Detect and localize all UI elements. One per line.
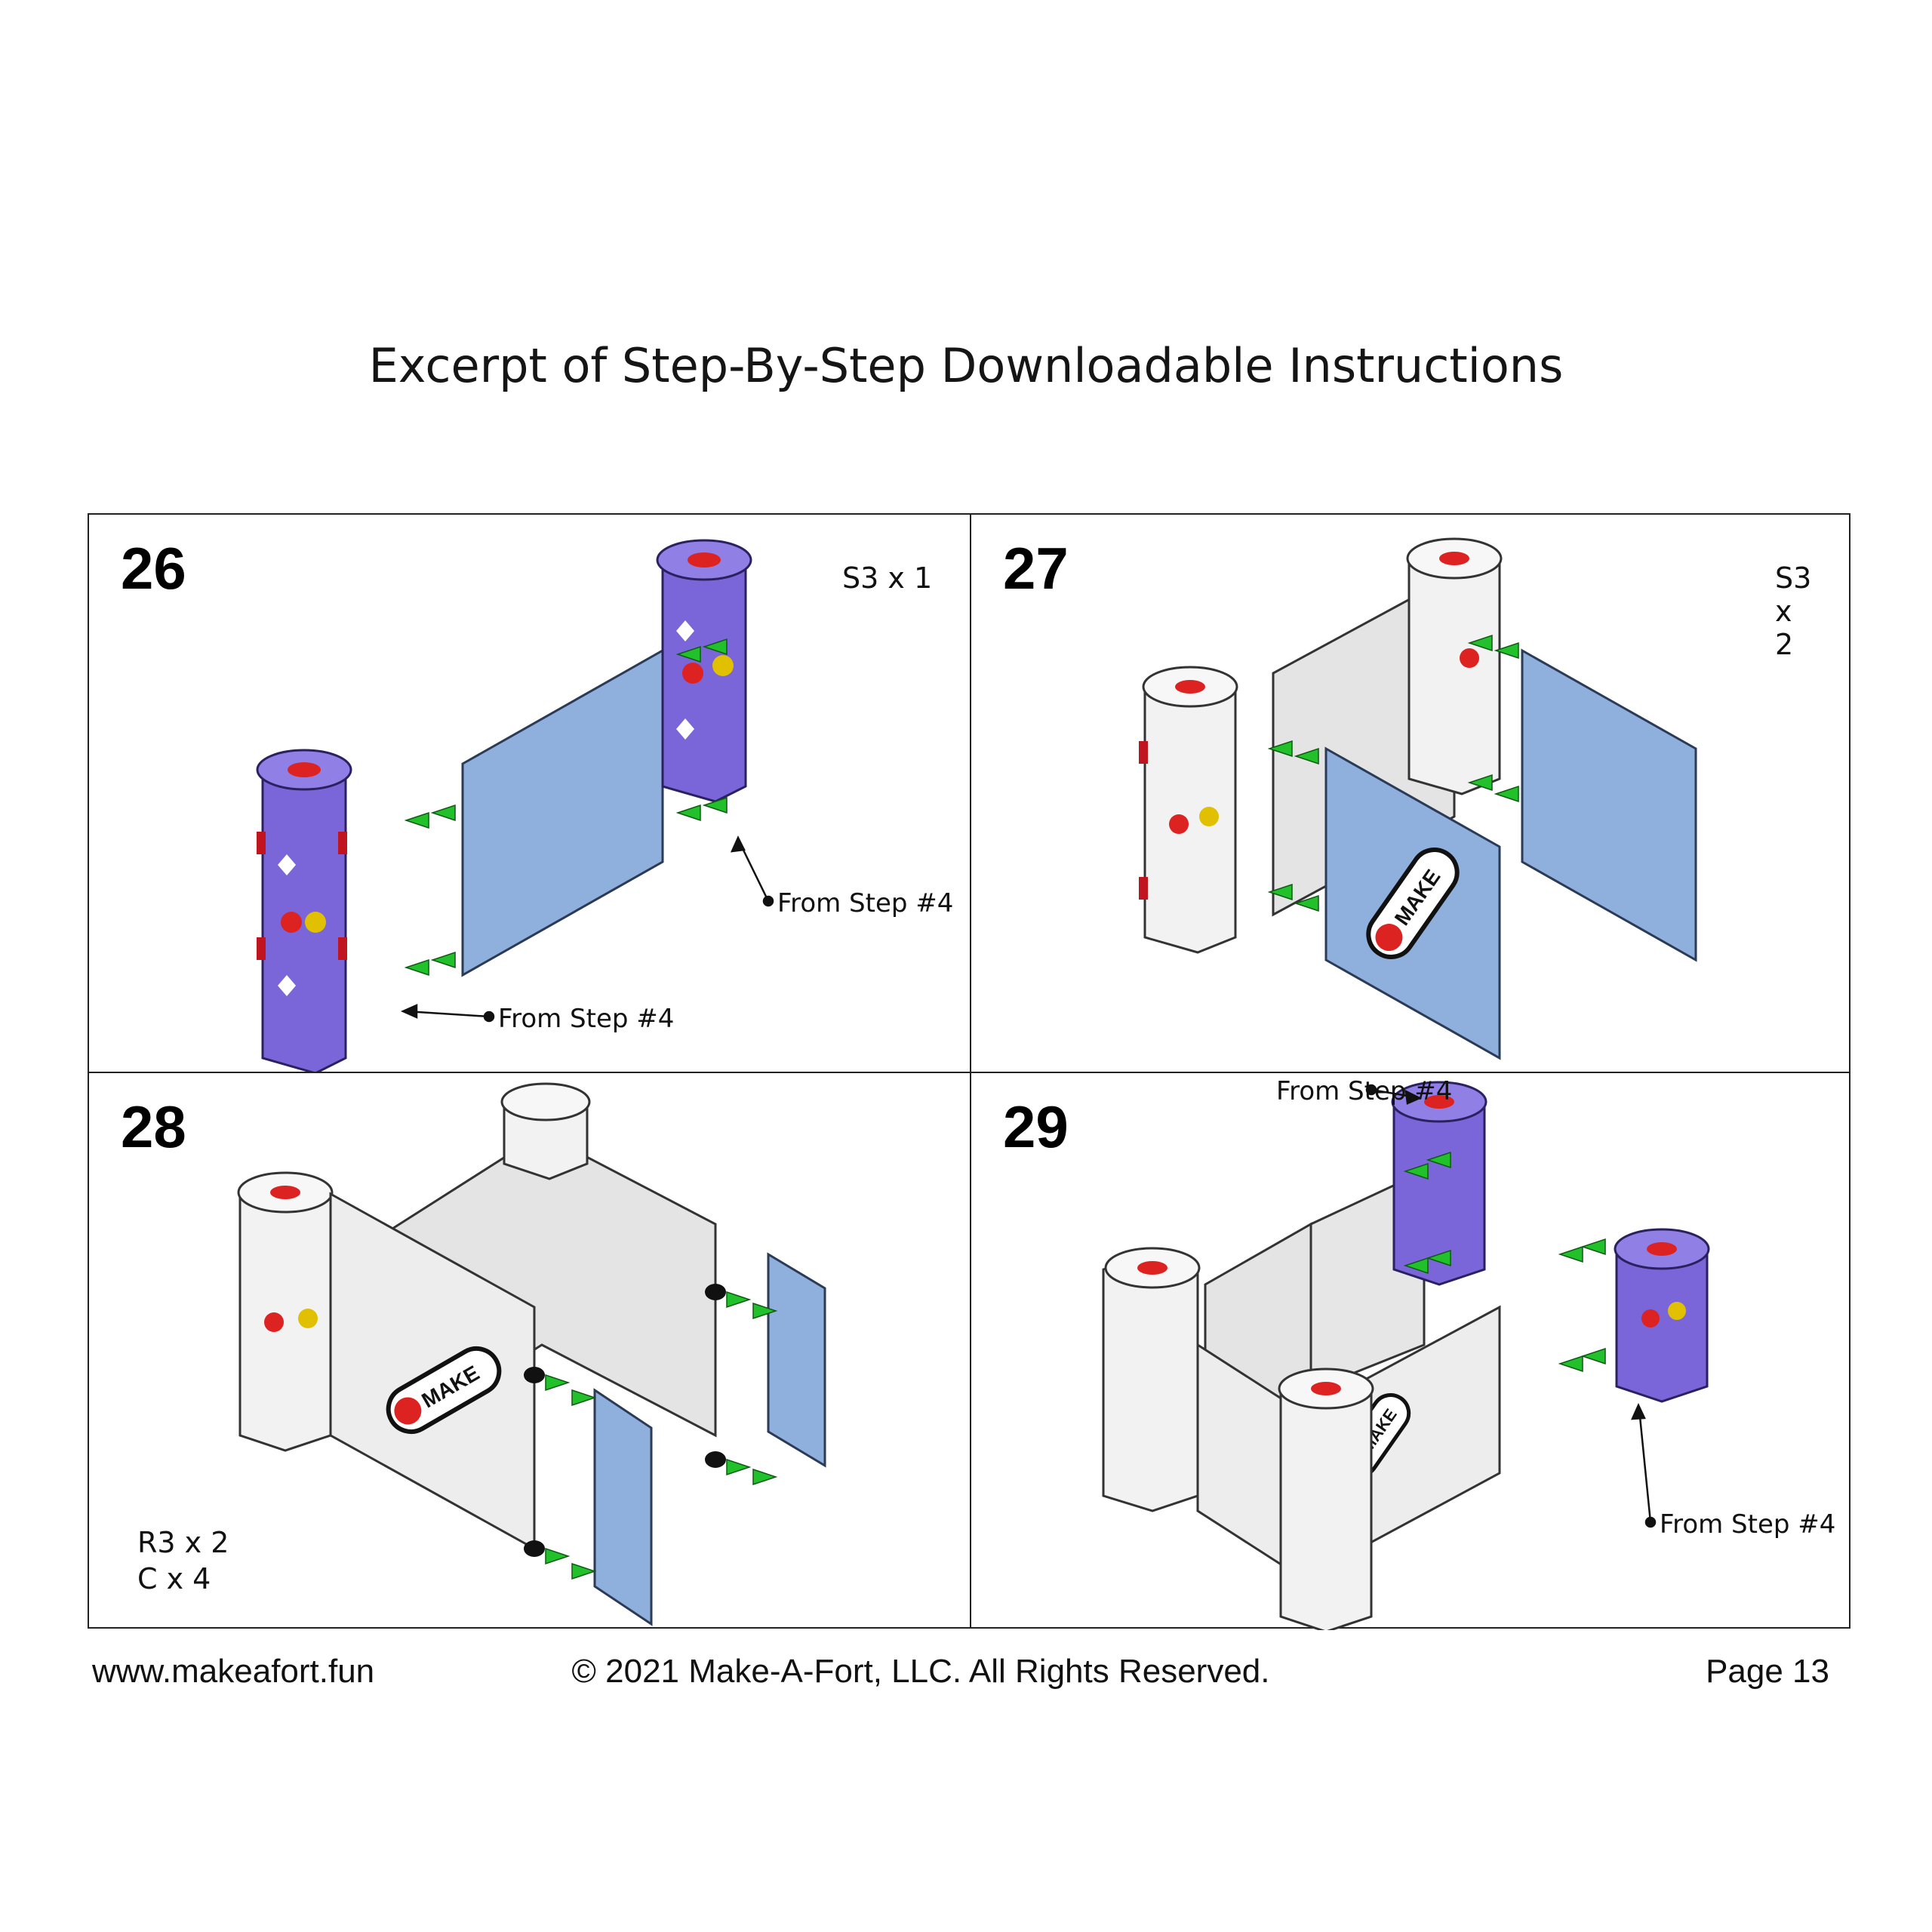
footer-copyright: © 2021 Make-A-Fort, LLC. All Rights Rese…	[571, 1653, 1270, 1690]
purple-tower-left	[256, 749, 352, 1072]
blue-panel-small-right	[767, 1252, 826, 1468]
from-step-label-right: From Step #4	[777, 888, 954, 918]
from-step-label-left: From Step #4	[498, 1004, 675, 1034]
parts-count: S3 x 1	[842, 561, 933, 595]
parts-count: S3 x 2	[1775, 561, 1812, 661]
step-29-panel: MAKE	[971, 1073, 1852, 1630]
parts-count-line-1: R3 x 2	[137, 1526, 229, 1559]
step-27-panel: MAKE 27 S3 x 2	[971, 515, 1852, 1072]
green-arrows	[1403, 1151, 1606, 1373]
grid-divider-horizontal	[89, 1072, 1849, 1073]
purple-tower-right	[1614, 1228, 1710, 1403]
page-title: Excerpt of Step-By-Step Downloadable Ins…	[368, 338, 1564, 393]
green-arrows	[1267, 634, 1519, 912]
white-tower-left	[237, 1171, 334, 1452]
step-number: 26	[121, 535, 186, 601]
blue-panel-right	[1521, 648, 1697, 962]
white-tower-front	[1278, 1367, 1374, 1630]
purple-tower-right	[656, 539, 752, 803]
white-tower-back	[500, 1082, 591, 1180]
white-tower-left	[1102, 1247, 1201, 1512]
grid-divider-vertical	[970, 515, 971, 1627]
footer-page-number: Page 13	[1706, 1653, 1829, 1690]
blue-panel-small-front	[593, 1388, 653, 1626]
purple-tower-back	[1391, 1081, 1487, 1286]
step-27-illustration: MAKE	[1139, 537, 1697, 1060]
step-number: 27	[1003, 535, 1069, 601]
from-step-label-right: From Step #4	[1660, 1509, 1836, 1540]
instruction-grid: 26 S3 x 1 From Step #4 From Step #4	[88, 513, 1852, 1630]
step-26-illustration	[256, 539, 774, 1072]
step-29-illustration: MAKE	[1102, 1081, 1710, 1630]
step-number: 29	[1003, 1094, 1069, 1160]
parts-count-line-2: C x 4	[137, 1562, 211, 1595]
footer-website: www.makeafort.fun	[92, 1653, 375, 1690]
green-arrows	[404, 638, 728, 977]
step-28-panel: MAKE 28 R3 x 2 C x 4	[89, 1073, 970, 1630]
step-28-illustration: MAKE	[237, 1082, 826, 1626]
from-step-label-top: From Step #4	[1276, 1076, 1453, 1106]
white-tower-back	[1406, 537, 1503, 795]
green-arrows	[545, 1291, 778, 1580]
blue-panel	[461, 648, 664, 977]
step-26-panel: 26 S3 x 1 From Step #4 From Step #4	[89, 515, 970, 1072]
step-number: 28	[121, 1094, 186, 1160]
white-tower-left	[1139, 666, 1238, 954]
